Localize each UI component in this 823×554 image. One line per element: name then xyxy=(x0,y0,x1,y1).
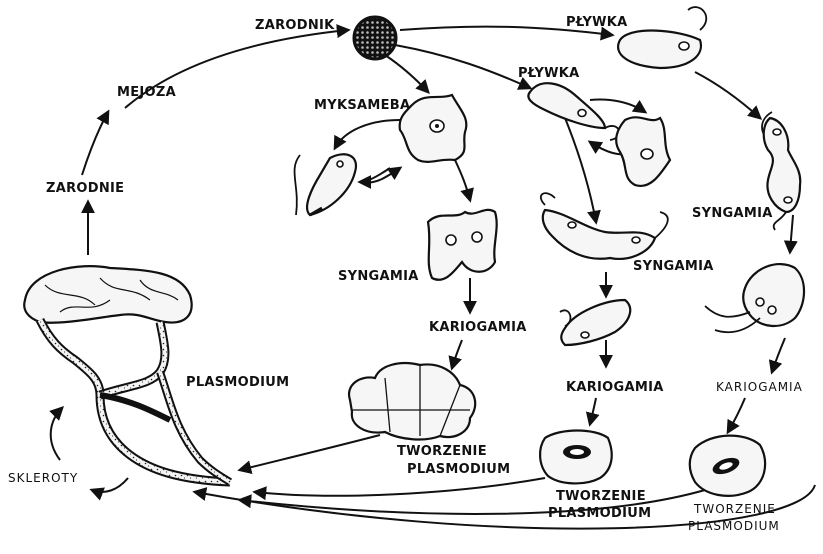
label-plasmodium: PLASMODIUM xyxy=(186,375,289,390)
label-myksameba: MYKSAMEBA xyxy=(314,98,410,113)
myxamoeba-small xyxy=(616,117,670,186)
plasmodium-network xyxy=(40,320,230,482)
arrow-to-skleroty xyxy=(92,478,128,492)
arrow-syngamia-right-down xyxy=(790,215,793,252)
arrow-tworzenie-2-to-plasmodium xyxy=(255,478,545,496)
zygote-mid xyxy=(560,300,630,345)
arrow-zarodnie-to-mejoza xyxy=(82,112,108,175)
label-tworzenie-2-a: TWORZENIE xyxy=(556,489,646,504)
label-zarodnie: ZARODNIE xyxy=(46,181,124,196)
arrow-plywka-top-down xyxy=(695,72,760,118)
arrow-myxamoeba-down xyxy=(455,160,470,200)
label-skleroty: SKLEROTY xyxy=(8,471,78,485)
label-syngamia-left: SYNGAMIA xyxy=(338,269,419,284)
label-tworzenie-1-a: TWORZENIE xyxy=(397,444,487,459)
arrow-zygote-right-down xyxy=(772,338,785,372)
plasmodium-formation-2 xyxy=(540,431,612,484)
plasmodium-formation-1 xyxy=(349,363,475,439)
arrow-skleroty-up xyxy=(51,408,62,460)
label-kariogamia-mid: KARIOGAMIA xyxy=(566,380,664,395)
arrow-tworzenie-1-to-plasmodium xyxy=(240,435,380,470)
label-kariogamia-right: KARIOGAMIA xyxy=(716,380,803,394)
label-zarodnik: ZARODNIK xyxy=(255,18,335,33)
label-kariogamia-left: KARIOGAMIA xyxy=(429,320,527,335)
label-plywka-top: PŁYWKA xyxy=(566,15,628,30)
syngamia-mid-cells xyxy=(541,193,668,259)
zygote-right xyxy=(705,264,804,332)
label-syngamia-mid: SYNGAMIA xyxy=(633,259,714,274)
sporangium xyxy=(24,266,191,323)
label-plywka-mid: PŁYWKA xyxy=(518,66,580,81)
flagellate-left xyxy=(295,154,356,215)
arrow-plywka-mid-to-amoeba xyxy=(590,100,645,113)
arrow-kariogamia-left-down xyxy=(452,340,462,368)
arrow-kariogamia-right-down xyxy=(728,398,745,432)
plasmodium-formation-3 xyxy=(690,436,765,496)
swarmer-top-right xyxy=(618,7,706,68)
arrow-spore-to-plywka-mid xyxy=(395,45,530,88)
arrow-myxamoeba-to-swarmer xyxy=(360,168,390,182)
label-tworzenie-3-b: PLASMODIUM xyxy=(688,519,780,533)
arrow-myxamoeba-to-flagellate xyxy=(335,120,400,148)
label-syngamia-right: SYNGAMIA xyxy=(692,206,773,221)
arrow-spore-to-myxamoeba xyxy=(385,55,428,92)
label-tworzenie-1-b: PLASMODIUM xyxy=(407,462,510,477)
arrow-plywka-mid-down xyxy=(565,118,596,222)
arrow-kariogamia-mid-down xyxy=(590,398,596,424)
syngamia-left-cell xyxy=(428,210,497,280)
spore xyxy=(354,17,396,59)
swarmer-mid xyxy=(528,83,619,140)
